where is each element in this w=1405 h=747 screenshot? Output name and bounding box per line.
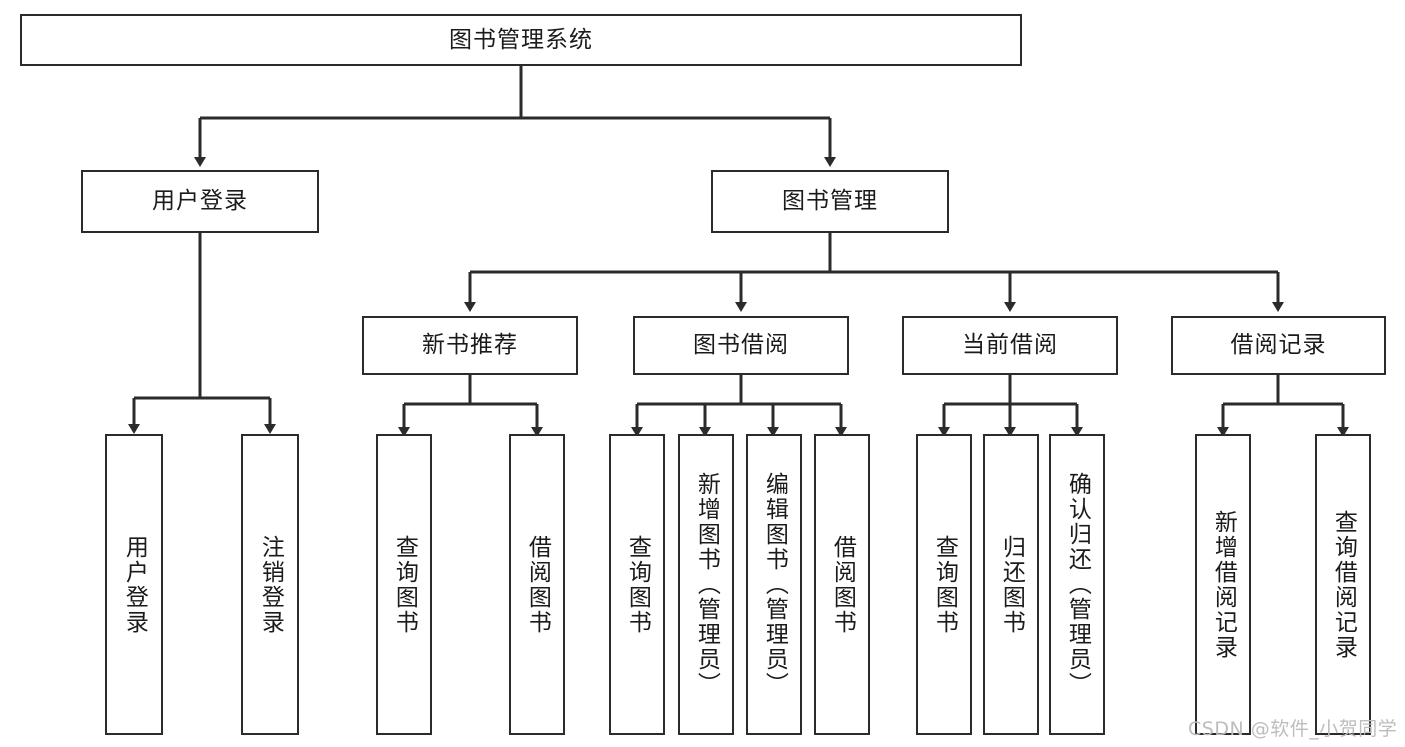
node-label: 借阅图书 [524,534,551,635]
leaf-book-borrow-add-book-admin[interactable]: 新增图书（管理员） [678,434,734,735]
node-label: 注销登录 [257,534,284,635]
node-label: 图书借阅 [693,332,789,359]
leaf-new-book-query-book[interactable]: 查询图书 [376,434,432,735]
node-label: 新书推荐 [422,332,518,359]
leaf-current-borrow-query-book[interactable]: 查询图书 [916,434,972,735]
leaf-current-borrow-return-book[interactable]: 归还图书 [983,434,1039,735]
node-label: 查询图书 [931,534,958,635]
node-current-borrow[interactable]: 当前借阅 [902,316,1118,375]
leaf-borrow-record-add-record[interactable]: 新增借阅记录 [1195,434,1251,735]
leaf-new-book-borrow-book[interactable]: 借阅图书 [509,434,565,735]
node-new-book-recommend[interactable]: 新书推荐 [362,316,578,375]
watermark-text: CSDN @软件_小贺同学 [1188,718,1398,740]
node-label: 图书管理 [782,188,878,215]
node-label: 确认归还（管理员） [1064,472,1091,697]
node-user-login[interactable]: 用户登录 [81,170,319,233]
node-label: 新增图书（管理员） [693,472,720,697]
leaf-user-login-logout[interactable]: 注销登录 [241,434,299,735]
node-label: 查询图书 [391,534,418,635]
node-label: 查询借阅记录 [1330,509,1357,660]
node-label: 查询图书 [624,534,651,635]
node-book-management[interactable]: 图书管理 [711,170,949,233]
leaf-user-login-login[interactable]: 用户登录 [105,434,163,735]
node-label: 编辑图书（管理员） [761,472,788,697]
node-label: 用户登录 [152,188,248,215]
leaf-book-borrow-borrow-book[interactable]: 借阅图书 [814,434,870,735]
node-borrow-record[interactable]: 借阅记录 [1171,316,1386,375]
leaf-book-borrow-edit-book-admin[interactable]: 编辑图书（管理员） [746,434,802,735]
node-label: 借阅记录 [1230,332,1327,359]
leaf-current-borrow-confirm-return-admin[interactable]: 确认归还（管理员） [1049,434,1105,735]
node-label: 用户登录 [121,534,148,635]
node-label: 归还图书 [998,534,1025,635]
node-label: 图书管理系统 [449,26,593,53]
node-book-borrow[interactable]: 图书借阅 [633,316,849,375]
node-label: 当前借阅 [962,332,1058,359]
node-label: 新增借阅记录 [1210,509,1237,660]
node-root-book-management-system[interactable]: 图书管理系统 [20,14,1022,66]
node-label: 借阅图书 [829,534,856,635]
leaf-book-borrow-query-book[interactable]: 查询图书 [609,434,665,735]
leaf-borrow-record-query-record[interactable]: 查询借阅记录 [1315,434,1371,735]
